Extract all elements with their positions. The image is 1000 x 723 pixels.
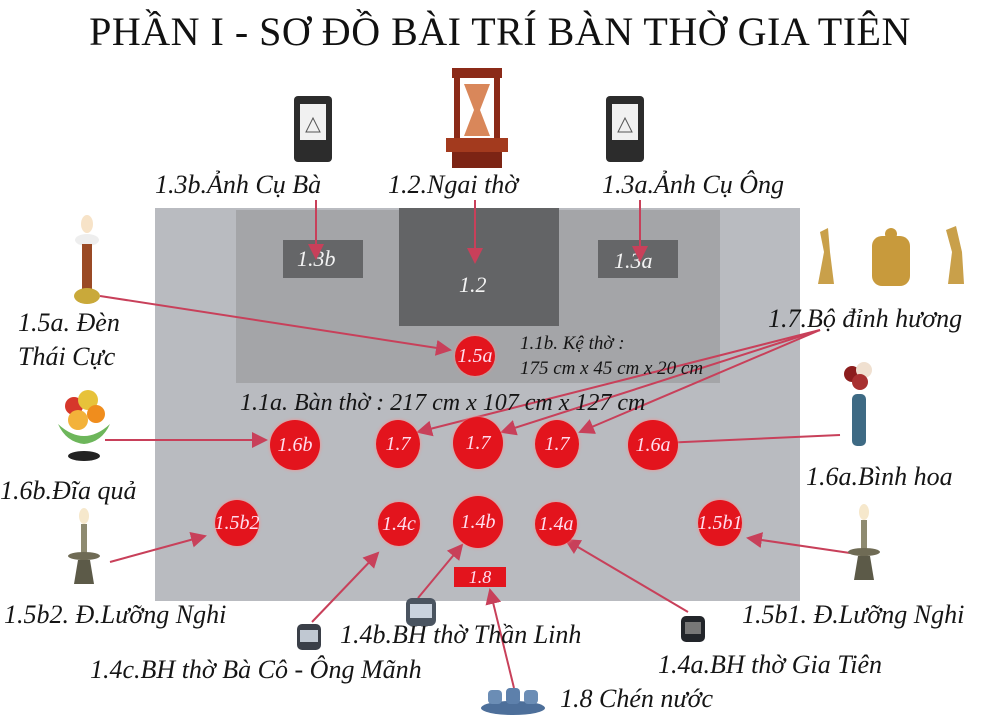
throne-area: 1.2	[399, 208, 559, 326]
incense-bowl-icon	[297, 624, 321, 650]
label-flower-vase: 1.6a.Bình hoa	[806, 462, 953, 491]
tea-cups-icon	[481, 688, 545, 715]
marker-fruit-plate: 1.6b	[270, 420, 320, 470]
label-incense-bowl-than-linh: 1.4b.BH thờ Thần Linh	[340, 620, 582, 649]
fruit-plate-icon	[58, 390, 110, 461]
marker-incense-left: 1.7	[376, 420, 420, 468]
marker-candle-left: 1.5b2	[215, 500, 260, 546]
label-lamp-line1: 1.5a. Đèn	[18, 308, 120, 337]
label-photo-grandmother: 1.3b.Ảnh Cụ Bà	[155, 170, 322, 199]
incense-bowl-icon	[681, 616, 705, 642]
incense-bowl-icon	[406, 598, 436, 626]
photo-grandfather-box: 1.3a	[598, 240, 678, 278]
marker-candle-right: 1.5b1	[698, 500, 743, 546]
portrait-frame-icon	[294, 96, 332, 162]
flower-vase-icon	[844, 362, 872, 446]
label-incense-set: 1.7.Bộ đỉnh hương	[768, 304, 963, 333]
label-table-size: 1.1a. Bàn thờ : 217 cm x 107 cm x 127 cm	[240, 390, 646, 416]
label-shelf-size: 175 cm x 45 cm x 20 cm	[520, 358, 704, 379]
label-water-cups: 1.8 Chén nước	[560, 684, 713, 713]
marker-incense-right: 1.7	[535, 420, 579, 468]
label-incense-bowl-ba-co: 1.4c.BH thờ Bà Cô - Ông Mãnh	[90, 655, 422, 684]
candle-holder-icon	[848, 504, 880, 580]
marker-incense-bowl-gia-tien: 1.4a	[535, 502, 577, 546]
diagram-title: PHẦN I - SƠ ĐỒ BÀI TRÍ BÀN THỜ GIA TIÊN	[89, 9, 911, 54]
marker-incense-bowl-ba-co: 1.4c	[378, 502, 420, 546]
throne-label: 1.2	[459, 272, 487, 297]
marker-lamp-thai-cuc: 1.5a	[455, 336, 495, 376]
label-throne: 1.2.Ngai thờ	[388, 170, 519, 199]
label-photo-grandfather: 1.3a.Ảnh Cụ Ông	[602, 170, 784, 199]
marker-flower-vase: 1.6a	[628, 420, 678, 470]
marker-incense-bowl-than-linh: 1.4b	[453, 496, 503, 548]
incense-set-icon	[818, 226, 964, 286]
label-candle-left: 1.5b2. Đ.Lưỡng Nghi	[4, 600, 227, 629]
throne-icon	[446, 68, 508, 168]
portrait-frame-icon	[606, 96, 644, 162]
oil-lamp-icon	[74, 215, 100, 304]
photo-grandmother-box: 1.3b	[283, 240, 363, 278]
candle-holder-icon	[68, 508, 100, 584]
marker-incense-center: 1.7	[453, 417, 503, 469]
photo-grandfather-label: 1.3a	[614, 248, 653, 273]
marker-water-cups: 1.8	[454, 567, 506, 587]
label-lamp-line2: Thái Cực	[18, 342, 116, 371]
label-candle-right: 1.5b1. Đ.Lưỡng Nghi	[742, 600, 965, 629]
label-shelf-title: 1.1b. Kệ thờ :	[520, 333, 625, 354]
label-incense-bowl-gia-tien: 1.4a.BH thờ Gia Tiên	[658, 650, 883, 679]
photo-grandmother-label: 1.3b	[297, 246, 336, 271]
label-fruit-plate: 1.6b.Đĩa quả	[0, 476, 137, 505]
